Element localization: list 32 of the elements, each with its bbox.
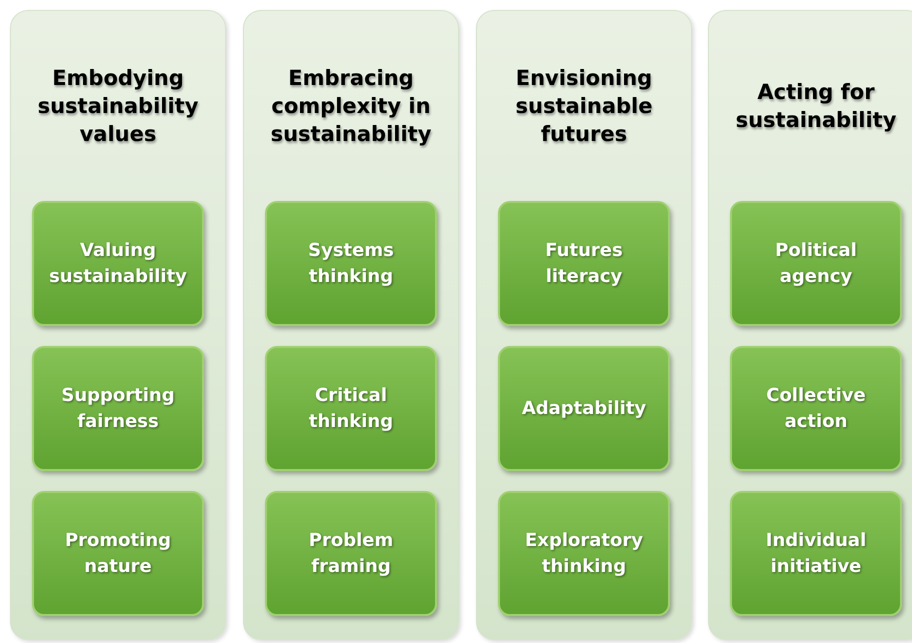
competence-box	[498, 346, 670, 471]
competence-label: Critical thinking	[308, 384, 394, 434]
competence-box	[265, 346, 437, 471]
competence-label: Valuing sustainability	[48, 238, 188, 288]
competence-box	[265, 201, 437, 326]
competence-label: Systems thinking	[307, 238, 395, 288]
column-heading: Acting for sustainability	[734, 79, 898, 134]
competence-box	[32, 201, 204, 326]
column-panel	[708, 10, 912, 640]
column-panel	[476, 10, 692, 640]
competence-label: Individual initiative	[764, 528, 868, 578]
competence-box	[730, 491, 902, 616]
competence-box	[498, 491, 670, 616]
competence-box	[730, 346, 902, 471]
competence-label: Political agency	[774, 238, 858, 288]
column-heading: Embracing complexity in sustainability	[270, 65, 432, 148]
competence-box	[265, 491, 437, 616]
column-heading: Envisioning sustainable futures	[514, 65, 654, 148]
column-heading: Embodying sustainability values	[36, 65, 200, 148]
competence-label: Futures literacy	[544, 238, 624, 288]
competence-box	[498, 201, 670, 326]
competence-label: Adaptability	[522, 396, 646, 420]
competence-box	[730, 201, 902, 326]
competence-label: Exploratory thinking	[524, 528, 644, 578]
column-panel	[10, 10, 226, 640]
column-panel	[243, 10, 459, 640]
competence-label: Promoting nature	[64, 528, 172, 578]
competence-box	[32, 491, 204, 616]
competence-box	[32, 346, 204, 471]
competence-label: Supporting fairness	[60, 384, 176, 434]
competence-label: Collective action	[765, 384, 867, 434]
competence-label: Problem framing	[308, 528, 394, 578]
